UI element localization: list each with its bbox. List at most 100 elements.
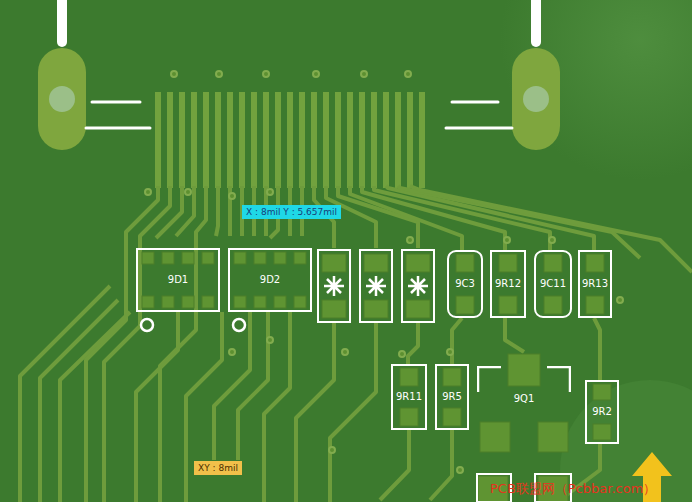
ref-designator: 9R5 — [442, 391, 462, 403]
asterisk-symbols — [408, 276, 428, 296]
traces — [214, 312, 250, 460]
pads — [202, 252, 214, 264]
vias — [407, 237, 413, 243]
vias — [185, 189, 191, 195]
component-outline: 9R2 — [585, 380, 619, 444]
vias — [447, 349, 453, 355]
pads — [142, 296, 154, 308]
part-outlines — [360, 250, 392, 322]
mounting-holes — [38, 48, 560, 150]
vias — [405, 71, 411, 77]
ref-designator: 9D2 — [260, 274, 280, 286]
vias — [549, 237, 555, 243]
pads — [162, 296, 174, 308]
vias — [216, 71, 222, 77]
pads — [254, 296, 266, 308]
vias — [617, 297, 623, 303]
vias — [145, 189, 151, 195]
traces — [20, 186, 692, 502]
part-outlines — [318, 250, 350, 322]
traces — [60, 312, 130, 502]
silk-lines — [57, 0, 67, 42]
pads — [400, 368, 418, 386]
vias — [329, 447, 335, 453]
pads — [162, 252, 174, 264]
pads — [254, 252, 266, 264]
glare — [500, 0, 692, 180]
component-outline: 9D1 — [136, 248, 220, 312]
vias — [171, 71, 177, 77]
ref-designator: X : 8mil Y : 5.657mil — [246, 207, 337, 218]
ref-designator: 9R13 — [582, 278, 608, 290]
traces — [20, 286, 110, 502]
mounting-holes — [49, 86, 75, 112]
ref-designator: 9Q1 — [514, 393, 535, 405]
silk-lines — [452, 101, 498, 104]
traces — [136, 312, 178, 502]
part-outlines — [402, 250, 434, 322]
component-outline: 9R13 — [578, 250, 612, 318]
vias — [399, 351, 405, 357]
vias — [342, 349, 348, 355]
traces — [505, 318, 524, 352]
vias — [361, 71, 367, 77]
traces — [160, 186, 206, 502]
pads — [406, 254, 430, 272]
asterisk-symbols — [324, 276, 428, 296]
component-outline: 9R5 — [435, 364, 469, 430]
traces — [380, 430, 409, 500]
silk-lines — [92, 101, 140, 104]
pads — [274, 252, 286, 264]
pads — [400, 408, 418, 426]
component-outline: 9C3 — [447, 250, 483, 318]
pads — [593, 384, 611, 400]
traces — [594, 318, 600, 380]
pads — [456, 296, 474, 314]
mounting-holes — [523, 86, 549, 112]
silk-lines — [62, 0, 536, 128]
pads — [593, 424, 611, 440]
vias — [267, 189, 273, 195]
pads — [182, 296, 194, 308]
pads — [499, 296, 517, 314]
vias — [229, 349, 235, 355]
ref-designator: 9C3 — [455, 278, 475, 290]
pads — [586, 296, 604, 314]
pads — [456, 254, 474, 272]
traces — [176, 186, 194, 236]
pads — [586, 254, 604, 272]
pads — [406, 300, 430, 318]
mounting-holes — [38, 48, 86, 150]
measure-tooltip: XY : 8mil — [194, 461, 242, 475]
pads — [508, 354, 540, 386]
pin1-markers — [233, 319, 245, 331]
traces — [430, 430, 452, 500]
vias — [313, 71, 319, 77]
pads — [538, 422, 568, 452]
silk-lines — [446, 127, 512, 130]
pads — [234, 296, 246, 308]
pads — [294, 296, 306, 308]
traces — [410, 186, 692, 272]
pads — [544, 296, 562, 314]
ref-designator: 9R2 — [592, 406, 612, 418]
traces — [408, 322, 418, 366]
traces — [264, 312, 290, 502]
watermark: PCB联盟网（Pcbbar.com） — [490, 480, 656, 498]
vias — [267, 337, 273, 343]
vias — [263, 71, 269, 77]
pads — [364, 300, 388, 318]
ref-designator: XY : 8mil — [198, 463, 238, 474]
traces — [330, 322, 376, 502]
pads — [480, 422, 510, 452]
pads — [443, 368, 461, 386]
vias — [457, 467, 463, 473]
pads — [142, 252, 611, 502]
silk-lines — [531, 0, 541, 42]
pads — [544, 254, 562, 272]
asterisk-symbols — [324, 276, 344, 296]
component-outline: 9D2 — [228, 248, 312, 312]
vias — [504, 237, 510, 243]
part-outlines — [318, 250, 571, 502]
ref-designator: 9R12 — [495, 278, 521, 290]
